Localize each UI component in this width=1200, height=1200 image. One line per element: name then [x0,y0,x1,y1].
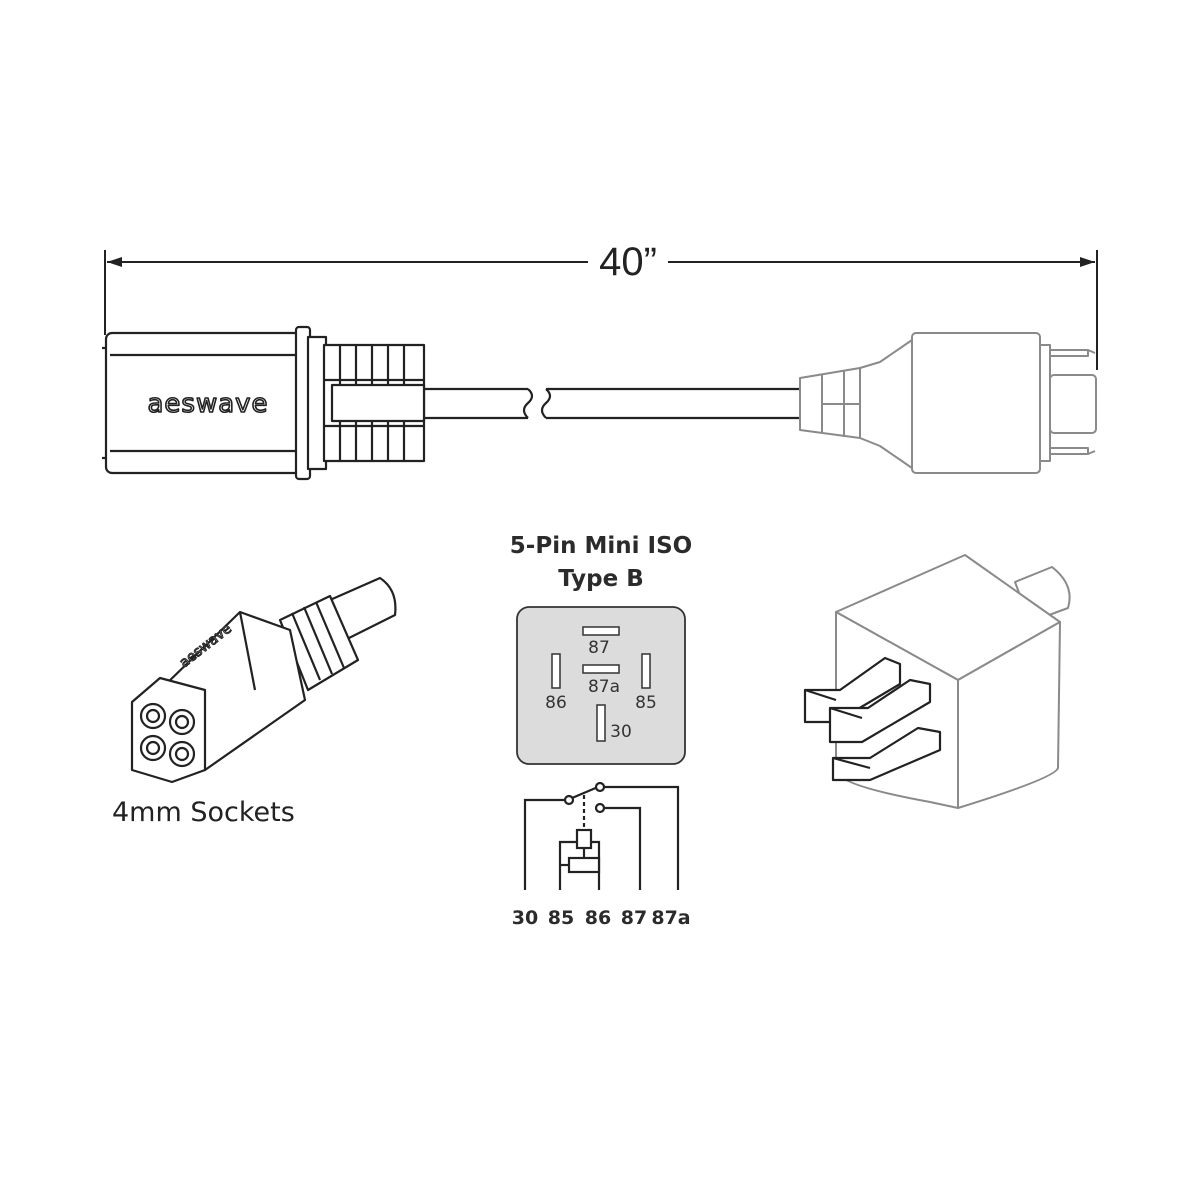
pin-87-blade [582,626,620,636]
terminal-label-86: 86 [585,907,611,929]
relay-title-line1: 5-Pin Mini ISO [510,533,692,559]
pin-label-85: 85 [635,693,657,713]
sockets-caption: 4mm Sockets [112,797,295,828]
cable-assembly: aeswave [102,325,800,481]
pin-87a-blade [582,664,620,674]
terminal-label-87: 87 [621,907,647,929]
terminal-label-87a: 87a [651,907,690,929]
terminal-label-85: 85 [548,907,574,929]
pin-label-87: 87 [588,638,610,658]
length-label: 40” [599,240,657,284]
relay-title-line2: Type B [558,566,644,592]
cable [424,387,800,420]
socket-connector-iso [130,576,397,784]
strain-relief [322,343,426,463]
relay-plug-side [799,332,1097,474]
length-dimension [104,250,1098,370]
socket-housing [102,331,304,475]
relay-cube-blades [803,656,942,782]
housing-brand-text: aeswave [147,389,268,419]
pin-85-blade [641,653,651,689]
pin-label-86: 86 [545,693,567,713]
pin-label-30: 30 [610,722,632,742]
relay-schematic [523,781,680,890]
terminal-label-30: 30 [512,907,538,929]
pin-30-blade [596,704,606,742]
relay-face [516,606,686,765]
pin-label-87a: 87a [588,677,620,697]
pin-86-blade [551,653,561,689]
